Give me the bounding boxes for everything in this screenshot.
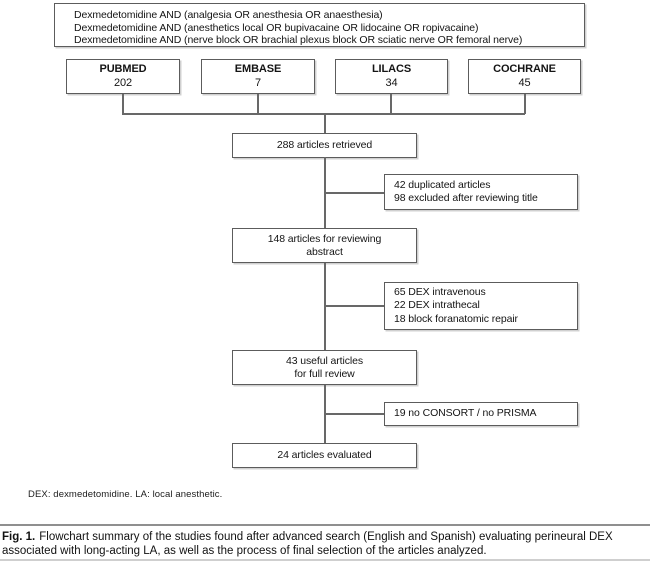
database-count: 202 [113,76,133,89]
connector-drop-cochrane [524,94,526,114]
database-name: COCHRANE [493,63,556,75]
abbreviations-footnote: DEX: dexmedetomidine. LA: local anesthet… [28,489,223,500]
search-query-line-3: Dexmedetomidine AND (nerve block OR brac… [74,34,523,46]
evaluated-box: 24 articles evaluated [232,443,417,468]
abstract-box: 148 articles for reviewing abstract [232,228,417,263]
figure-caption: Fig. 1.Flowchart summary of the studies … [2,531,648,559]
connector-merge-bar [122,113,525,115]
database-name: EMBASE [234,63,282,75]
full-review-box: 43 useful articles for full review [232,350,417,385]
connector-drop-embase [257,94,259,114]
excluded-box-1: 42 duplicated articles 98 excluded after… [384,174,578,210]
database-box-embase: EMBASE 7 [201,59,315,94]
search-query-box: Dexmedetomidine AND (analgesia OR anesth… [54,3,585,47]
database-box-cochrane: COCHRANE 45 [468,59,581,94]
evaluated-text: 24 articles evaluated [277,449,372,461]
abstract-line-2: abstract [306,245,343,258]
connector-drop-lilacs [390,94,392,114]
database-name: PUBMED [99,63,147,75]
retrieved-box: 288 articles retrieved [232,133,417,158]
excluded-box-2: 65 DEX intravenous 22 DEX intrathecal 18… [384,282,578,330]
database-box-lilacs: LILACS 34 [335,59,448,94]
retrieved-text: 288 articles retrieved [276,139,373,151]
connector-center-drop [324,113,326,133]
database-box-pubmed: PUBMED 202 [66,59,180,94]
figure-caption-text: Flowchart summary of the studies found a… [2,531,613,557]
connector-spine-2 [324,263,326,350]
database-name: LILACS [371,63,412,75]
bottom-rule [0,559,650,561]
connector-branch-1 [324,192,384,194]
full-review-line-1: 43 useful articles [286,354,363,367]
database-count: 7 [254,76,262,89]
excluded-2-line-2: 22 DEX intrathecal [394,299,480,312]
full-review-line-2: for full review [294,367,355,380]
search-query-line-1: Dexmedetomidine AND (analgesia OR anesth… [74,9,383,21]
connector-branch-2 [324,305,384,307]
caption-separator-rule [0,524,650,526]
figure-caption-label: Fig. 1. [2,531,36,543]
connector-branch-3 [324,413,384,415]
database-count: 34 [385,76,398,89]
excluded-2-line-3: 18 block foranatomic repair [394,312,518,325]
excluded-1-line-2: 98 excluded after reviewing title [394,192,538,204]
connector-drop-pubmed [122,94,124,114]
abstract-line-1: 148 articles for reviewing [267,232,382,245]
excluded-1-line-1: 42 duplicated articles [394,178,491,191]
excluded-box-3: 19 no CONSORT / no PRISMA [384,402,578,426]
search-query-line-2: Dexmedetomidine AND (anesthetics local O… [74,21,479,34]
database-count: 45 [518,76,531,89]
excluded-2-line-1: 65 DEX intravenous [394,285,486,298]
excluded-3-text: 19 no CONSORT / no PRISMA [394,407,537,420]
